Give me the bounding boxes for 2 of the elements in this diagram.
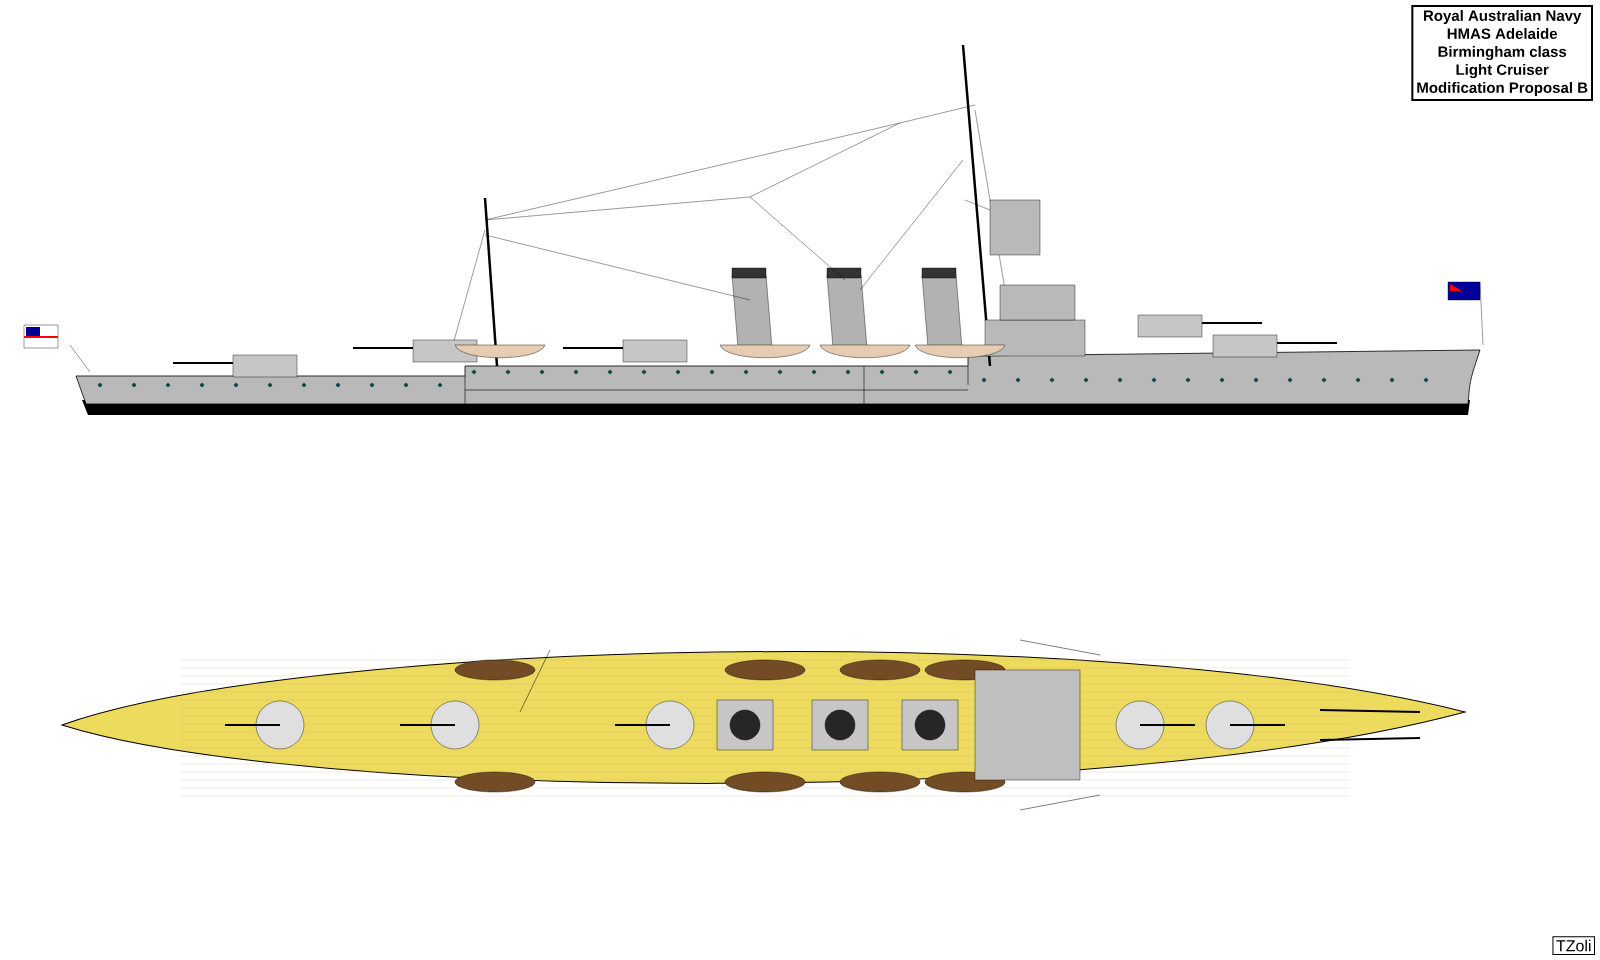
title-box: Royal Australian Navy HMAS Adelaide Birmingham class Light Cruiser Modification Proposal B [1411, 5, 1593, 101]
signature: TZoli [1552, 936, 1595, 955]
